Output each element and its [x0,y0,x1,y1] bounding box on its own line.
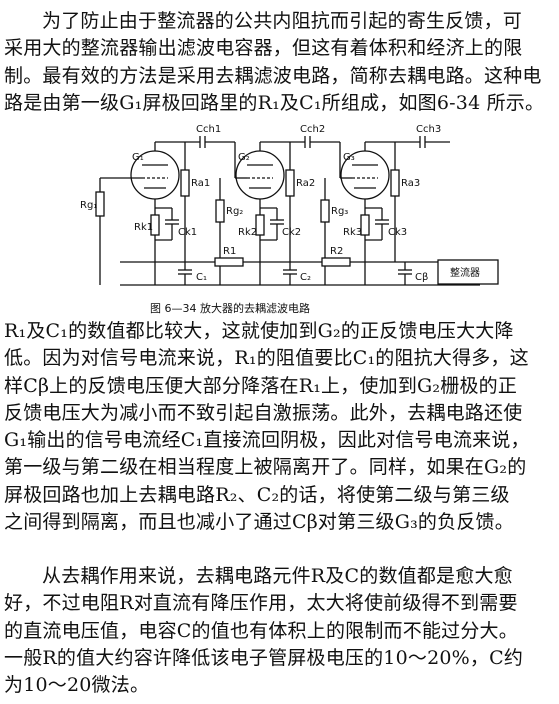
paragraph-intro: 为了防止由于整流器的公共内阻抗而引起的寄生反馈，可 采用大的整流器输出滤波电容器… [4,8,552,117]
text-line: R₁及C₁的数值都比较大，这就使加到G₂的正反馈电压大大降 [4,320,514,342]
label-ra2: Ra2 [296,178,315,189]
label-rg1: Rg₁ [80,200,97,211]
label-ck1: Ck1 [178,227,197,238]
label-c2: C₂ [300,272,311,283]
label-ck2: Ck2 [282,227,301,238]
label-g3: G₃ [343,152,355,163]
label-rk1: Rk1 [134,222,153,233]
label-rk3: Rk3 [343,227,362,238]
text-line: 制。最有效的方法是采用去耦滤波电路，简称去耦电路。这种电 [4,64,542,87]
paragraph-values: 从去耦作用来说，去耦电路元件R及C的数值都是愈大愈 好，不过电阻R对直流有降压作… [4,563,552,699]
text-line: 好，不过电阻R对直流有降压作用，太大将使前级得不到需要 [4,592,518,615]
label-ra1: Ra1 [191,178,210,189]
label-ck3: Ck3 [388,227,407,238]
label-g2: G₂ [238,152,250,163]
decoupling-circuit-diagram: G₁ G₂ G₃ Cch1 Cch2 Cch3 Rg₁ Ra1 Rk1 Ck1 … [80,124,499,286]
figure-caption: 图 6—34 放大器的去耦滤波电路 [150,302,310,315]
text-line: 为10～20微法。 [4,674,150,697]
text-line: 样Cβ上的反馈电压便大部分降落在R₁上，使加到G₂栅极的正 [4,374,518,397]
label-r1: R1 [223,246,236,257]
label-r2: R2 [330,246,343,257]
text-line: 从去耦作用来说，去耦电路元件R及C的数值都是愈大愈 [42,565,513,587]
text-line: 路是由第一级G₁屏极回路里的R₁及C₁所组成，如图6-34 所示。 [4,91,545,114]
label-cch3: Cch3 [416,124,441,135]
text-line: 一般R的值大约容许降低该电子管屏极电压的10～20%，C约 [4,646,524,669]
label-cch1: Cch1 [196,124,221,135]
text-line: 采用大的整流器输出滤波电容器，但这有着体积和经济上的限 [4,37,523,60]
label-ra3: Ra3 [401,178,420,189]
text-line: G₁输出的信号电流经C₁直接流回阴极，因此对信号电流来说， [4,429,530,452]
text-line: 低。因为对信号电流来说，R₁的阻值要比C₁的阻抗大得多，这 [4,347,529,370]
text-line: 反馈电压大为减小而不致引起自激振荡。此外，去耦电路还使 [4,401,523,424]
label-cb: Cβ [415,272,428,283]
label-cch2: Cch2 [300,124,325,135]
paragraph-explanation: R₁及C₁的数值都比较大，这就使加到G₂的正反馈电压大大降 低。因为对信号电流来… [4,318,552,536]
label-rg3: Rg₃ [331,206,348,217]
text-line: 屏极回路也加上去耦电路R₂、C₂的话，将使第二级与第三级 [4,483,510,506]
text-line: 为了防止由于整流器的公共内阻抗而引起的寄生反馈，可 [42,10,523,32]
text-line: 的直流电压值，电容C的值也有体积上的限制而不能过分大。 [4,619,518,642]
label-rectifier: 整流器 [450,266,480,279]
label-rk2: Rk2 [238,227,257,238]
label-c1: C₁ [196,272,207,283]
label-rg2: Rg₂ [226,206,243,217]
text-line: 第一级与第二级在相当程度上被隔离开了。同样，如果在G₂的 [4,456,527,479]
label-g1: G₁ [132,152,144,163]
text-line: 之间得到隔离，而且也减小了通过Cβ对第三级G₃的负反馈。 [4,511,514,534]
